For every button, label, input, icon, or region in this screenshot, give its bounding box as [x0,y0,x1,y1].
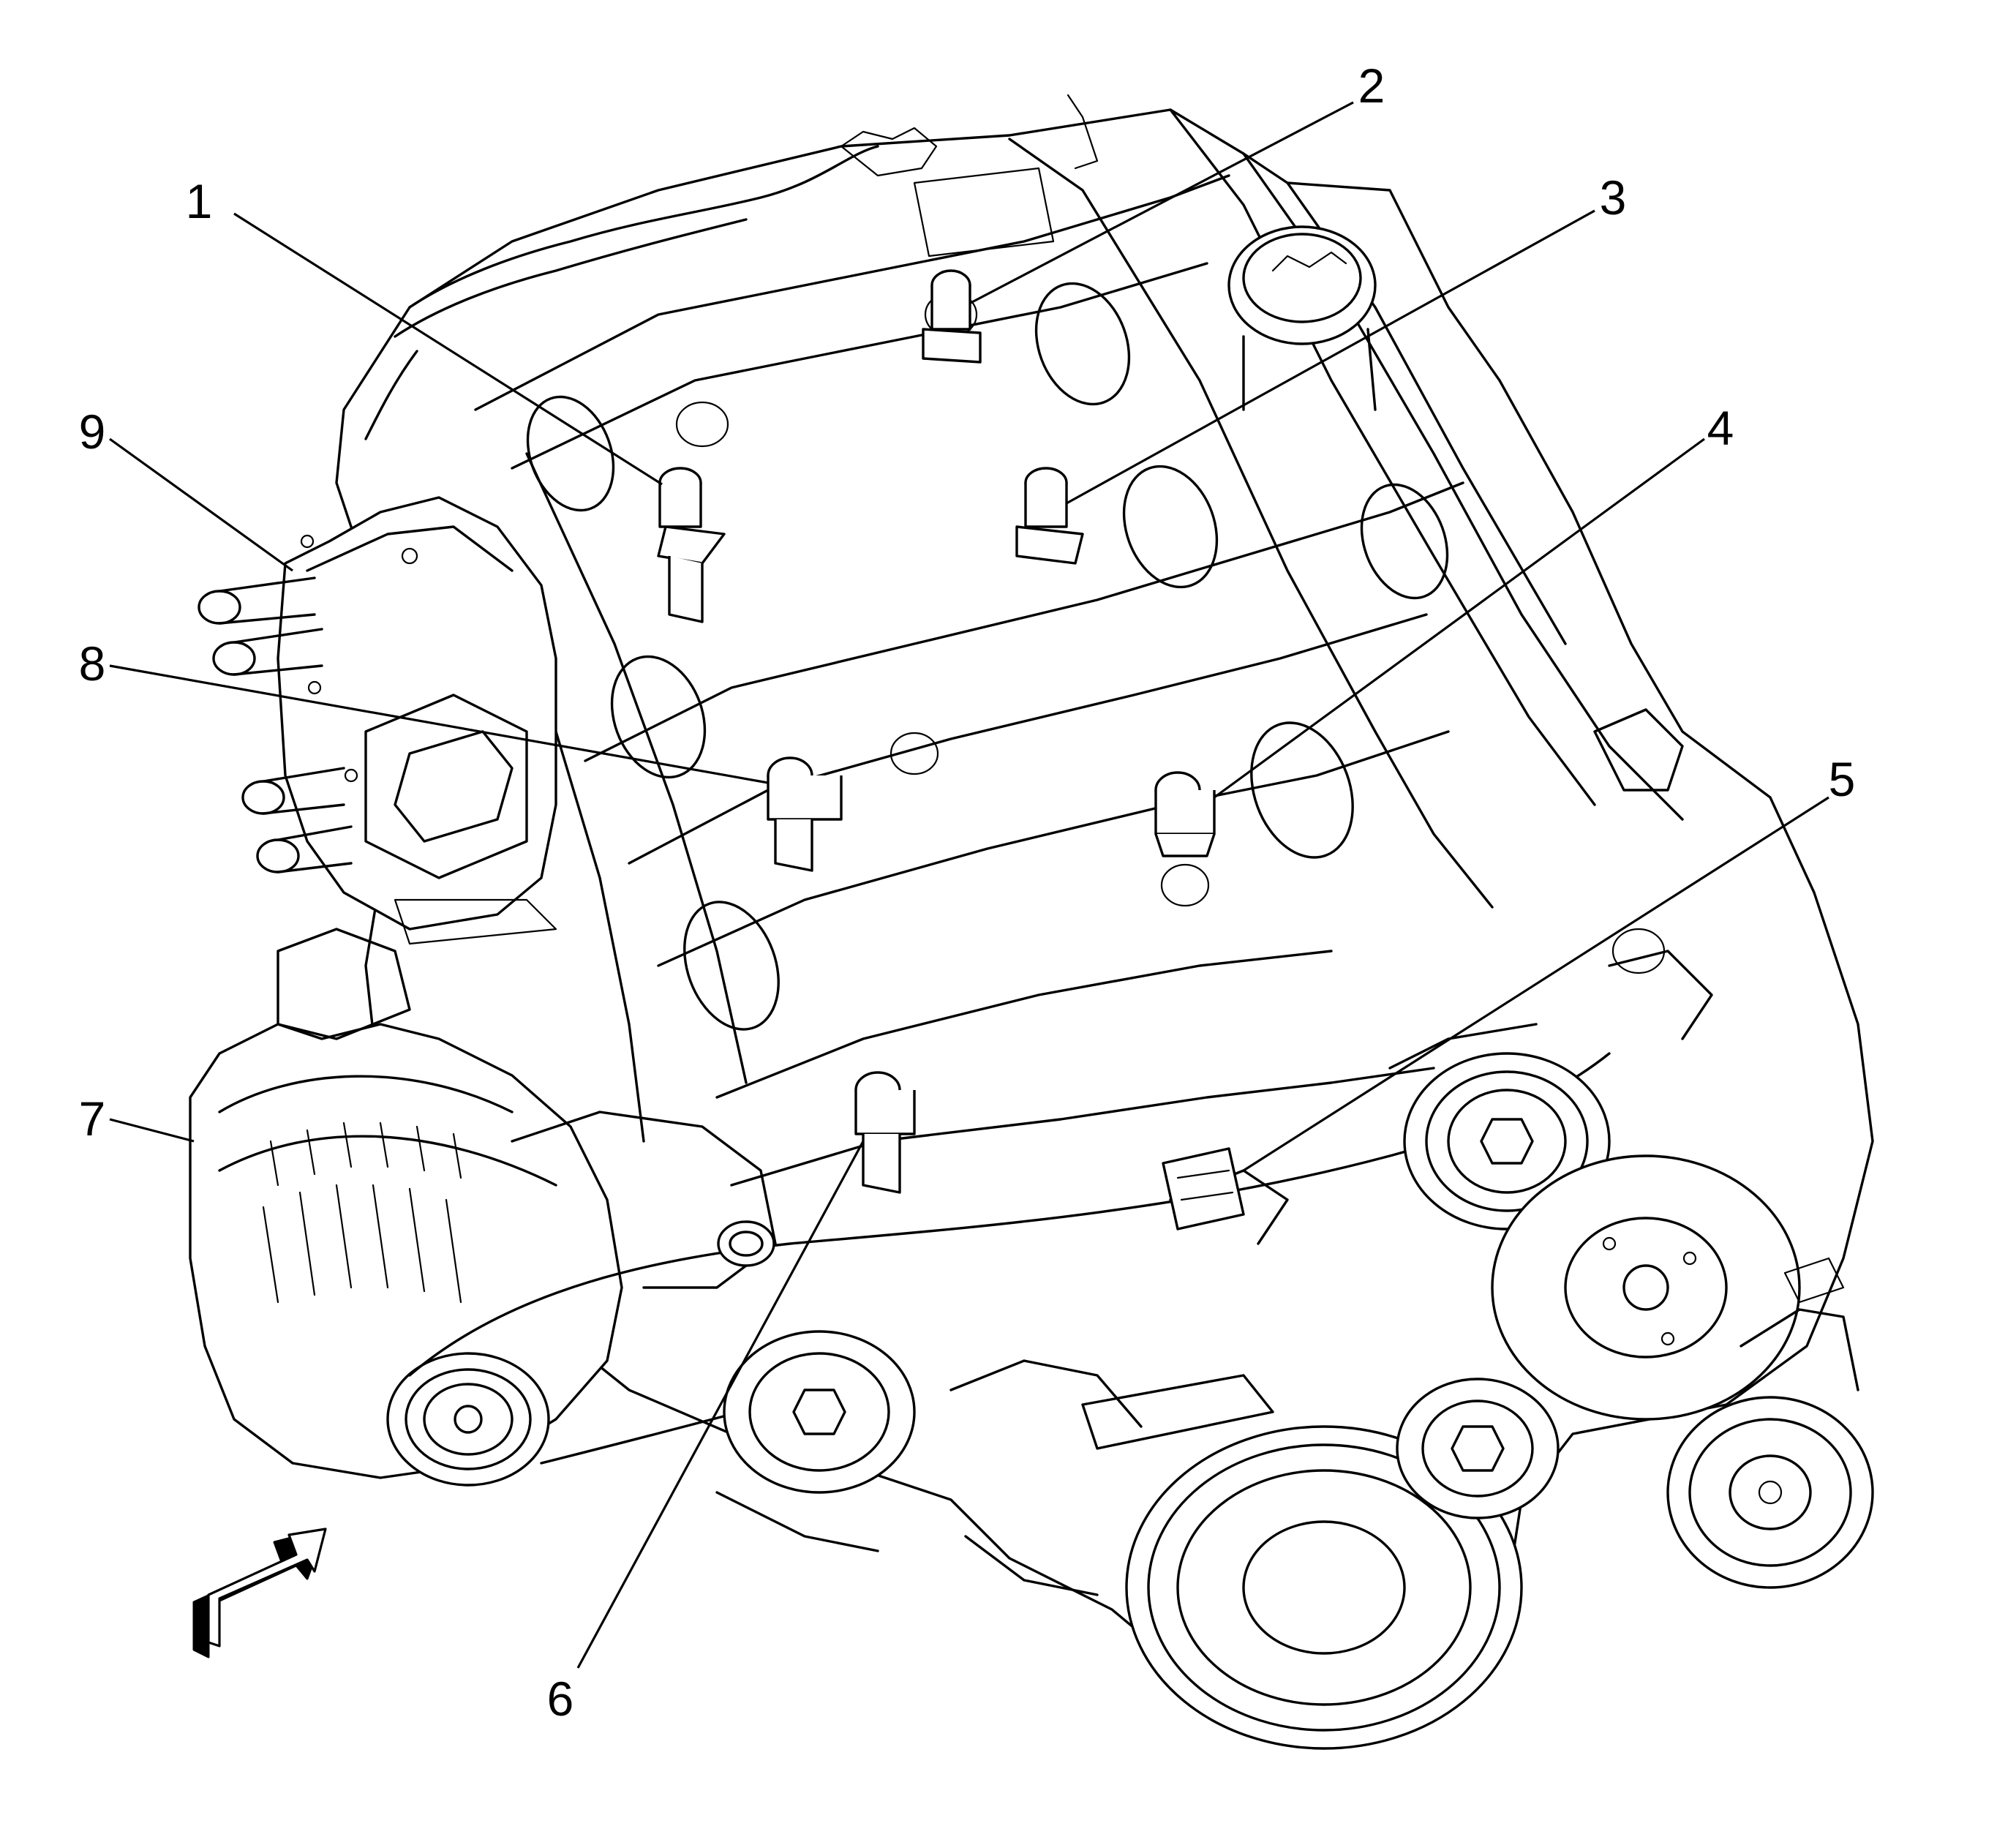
callout-8: 8 [79,636,106,691]
sensor-6 [854,1071,916,1194]
leader-2 [968,101,1354,305]
leader-7 [109,1118,195,1143]
leader-8 [109,664,769,784]
callout-3: 3 [1600,170,1627,225]
sensor-1 [657,467,726,623]
leader-1 [233,212,663,486]
sensor-4 [1154,771,1216,857]
leader-6 [576,1141,865,1669]
callout-9: 9 [79,405,106,459]
sensor-bracket [717,1220,775,1267]
callout-7: 7 [79,1092,106,1146]
sensor-3 [1015,467,1084,565]
throttle-body-tubes [198,576,353,873]
sensor-5 [1162,1147,1245,1231]
sensor-2 [922,269,982,364]
callout-5: 5 [1829,752,1856,806]
callout-6: 6 [547,1672,574,1726]
leader-4 [1214,437,1705,799]
sensor-connectors [657,269,1245,1267]
leader-lines [109,101,1829,1669]
view-direction-arrow-icon [192,1528,327,1658]
engine-line-art [189,94,1874,1750]
callout-1: 1 [186,174,213,228]
leader-3 [1066,209,1595,505]
sensor-8 [767,756,843,872]
leader-5 [1243,796,1829,1172]
alternator-vents [262,1121,462,1304]
callout-2: 2 [1358,59,1385,113]
leader-9 [109,437,293,572]
callout-labels: 1 2 3 4 5 6 7 8 9 [79,59,1856,1726]
callout-4: 4 [1707,401,1734,455]
